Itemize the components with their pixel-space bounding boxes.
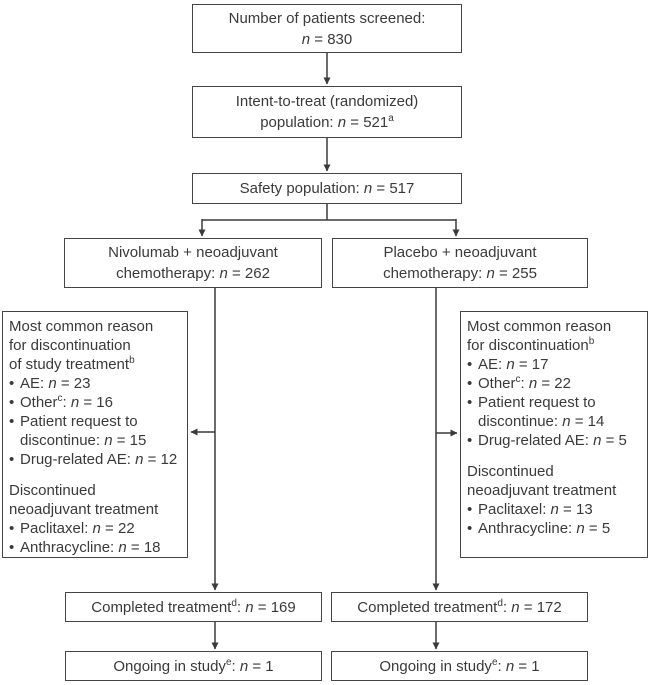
screened-box-text: Number of patients screened:n = 830 — [228, 9, 426, 48]
itt-population-box-text: Intent-to-treat (randomized)population: … — [235, 93, 419, 131]
nivolumab-ongoing-box: Ongoing in studye: n = 1 — [65, 651, 322, 681]
safety-population-box-text: Safety population: n = 517 — [239, 180, 415, 197]
placebo-ongoing-box-text: Ongoing in studye: n = 1 — [379, 656, 540, 675]
screened-box: Number of patients screened:n = 830 — [192, 4, 462, 53]
split-line-safety — [202, 204, 456, 221]
placebo-ongoing-box: Ongoing in studye: n = 1 — [331, 651, 588, 681]
nivolumab-completed-box: Completed treatmentd: n = 169 — [65, 592, 322, 622]
nivolumab-completed-box-text: Completed treatmentd: n = 169 — [91, 597, 296, 616]
itt-population-box: Intent-to-treat (randomized)population: … — [192, 86, 462, 138]
placebo-completed-box: Completed treatmentd: n = 172 — [331, 592, 588, 622]
nivolumab-ongoing-box-text: Ongoing in studye: n = 1 — [113, 656, 274, 675]
safety-population-box: Safety population: n = 517 — [192, 173, 462, 204]
placebo-completed-box-text: Completed treatmentd: n = 172 — [357, 597, 562, 616]
